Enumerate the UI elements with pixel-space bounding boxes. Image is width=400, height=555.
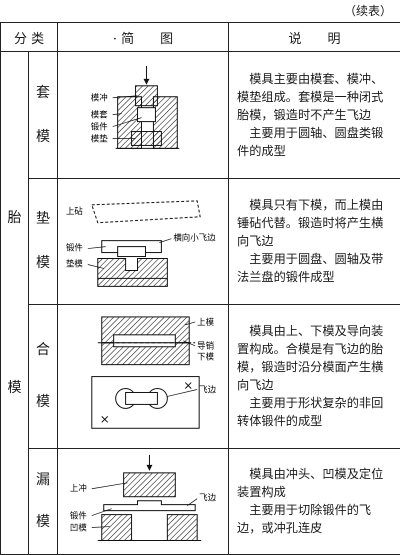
svg-text:模套: 模套 [91,110,108,120]
svg-text:导销: 导销 [197,340,214,350]
diagram-cell: 上冲 锻件 凹模 飞边 [58,448,229,554]
svg-text:模垫: 模垫 [91,133,108,143]
svg-text:横向小飞边: 横向小飞边 [173,233,216,243]
svg-text:锻件: 锻件 [91,122,108,132]
svg-text:锻件: 锻件 [66,243,83,253]
type-cell: 套 模 [29,52,58,179]
svg-text:飞边: 飞边 [199,492,216,502]
diagram-cell: 上模 导销 下模 飞边 [58,304,229,448]
header-row: 分 类 · 简 图 说 明 [1,23,400,52]
description-cell: 模具由上、下模及导向装置构成。合模是有飞边的胎模，锻造时沿分模面产生横向飞边 主… [229,304,400,448]
svg-text:锻件: 锻件 [70,510,87,520]
closed-die-diagram: 上模 导销 下模 飞边 [58,305,228,448]
continued-label: （续表） [344,2,392,19]
svg-text:垫模: 垫模 [66,259,83,269]
svg-text:上冲: 上冲 [70,482,87,492]
group-char-1: 胎 [1,203,28,233]
die-type-table: 分 类 · 简 图 说 明 胎 模 套 模 [0,22,400,555]
svg-text:飞边: 飞边 [199,384,216,394]
type-cell: 垫 模 [29,179,58,304]
trimming-die-diagram: 上冲 锻件 凹模 飞边 [58,449,228,554]
svg-text:凹模: 凹模 [70,522,87,532]
description-cell: 模具由冲头、凹模及定位装置构成 主要用于切除锻件的飞边，或冲孔连皮 [229,448,400,554]
svg-text:下模: 下模 [197,351,214,361]
diagram-cell: 上砧 锻件 垫模 横向小飞边 [58,179,229,304]
type-cell: 合 模 [29,304,58,448]
table-row: 合 模 上模 导销 下模 [1,304,400,448]
svg-text:模冲: 模冲 [91,93,108,103]
group-char-2: 模 [1,373,28,403]
svg-text:上模: 上模 [197,316,214,326]
sleeve-die-diagram: 模冲 模套 锻件 模垫 [58,52,228,178]
table-row: 垫 模 上砧 锻件 垫模 横向小飞边 模具只有下 [1,179,400,304]
description-cell: 模具主要由模套、模冲、模垫组成。套模是一种闭式胎模，锻造时不产生飞边 主要用于圆… [229,52,400,179]
table-row: 胎 模 套 模 模冲 [1,52,400,179]
header-category: 分 类 [1,23,58,52]
diagram-cell: 模冲 模套 锻件 模垫 [58,52,229,179]
description-cell: 模具只有下模，而上模由锤砧代替。锻造时将产生横向飞边 主要用于圆盘、圆轴及带法兰… [229,179,400,304]
header-diagram: · 简 图 [58,23,229,52]
group-cell: 胎 模 [1,52,29,555]
header-description: 说 明 [229,23,400,52]
table-row: 漏 模 上冲 锻件 凹模 飞边 [1,448,400,554]
type-cell: 漏 模 [29,448,58,554]
svg-text:上砧: 上砧 [66,206,83,216]
pad-die-diagram: 上砧 锻件 垫模 横向小飞边 [58,179,228,303]
